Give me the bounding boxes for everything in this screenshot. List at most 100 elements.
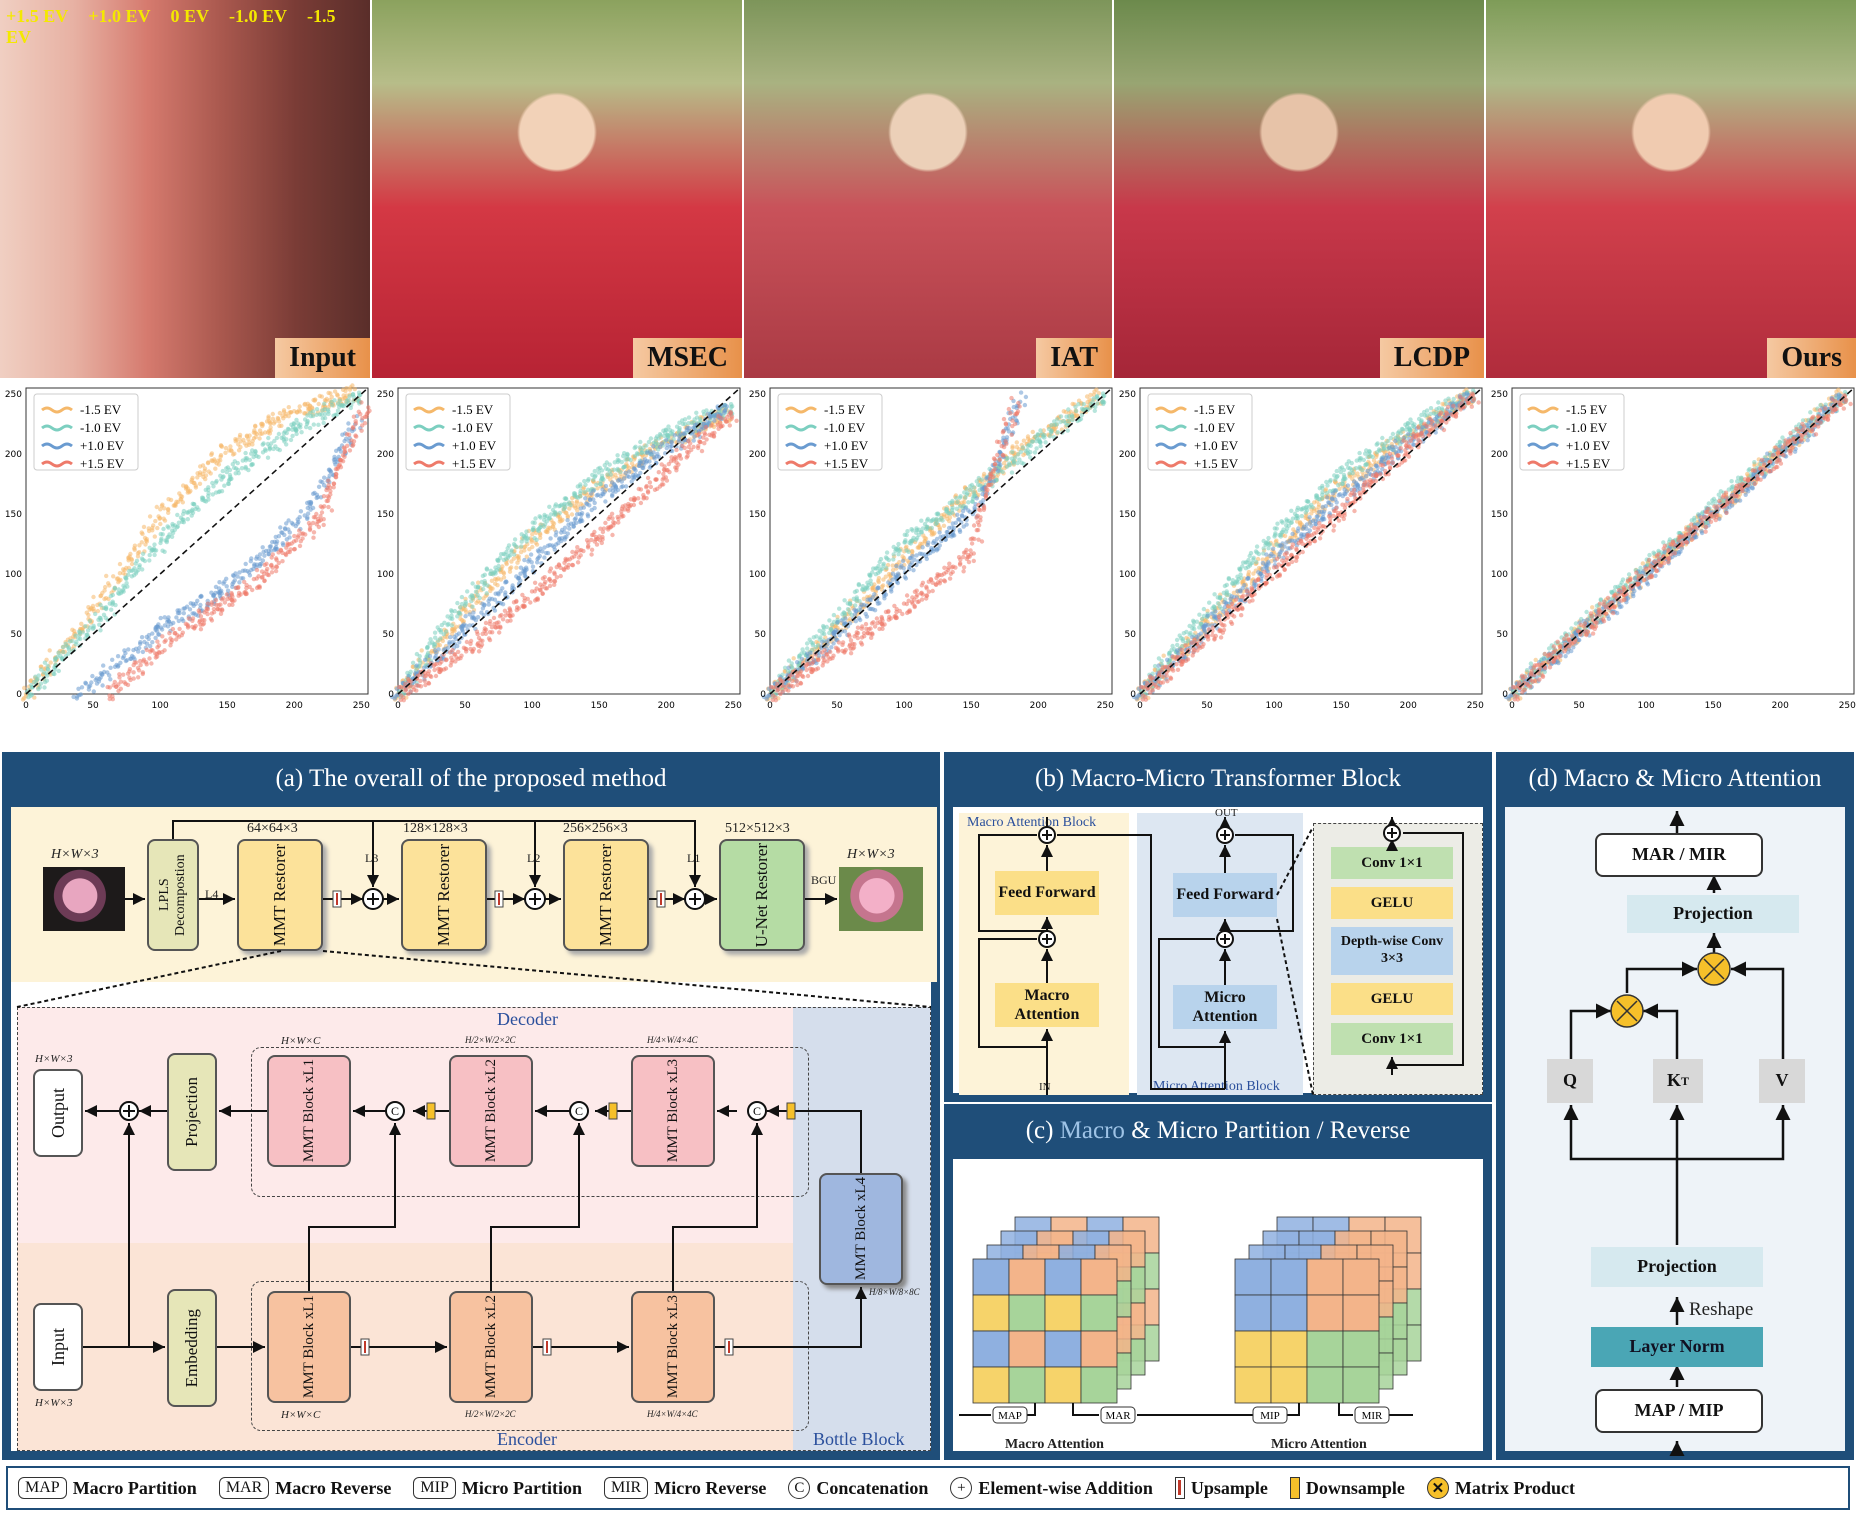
data-point: [648, 436, 654, 441]
data-point: [125, 682, 131, 688]
data-point: [314, 407, 320, 412]
data-point: [815, 666, 821, 671]
data-point: [836, 640, 842, 645]
data-point: [129, 561, 135, 567]
data-point: [644, 496, 649, 501]
data-point: [209, 611, 215, 616]
data-point: [524, 567, 529, 572]
data-point: [432, 630, 438, 635]
data-point: [218, 611, 224, 616]
data-point: [919, 591, 924, 596]
data-point: [326, 409, 331, 414]
data-point: [684, 455, 689, 460]
data-point: [583, 496, 588, 501]
data-point: [811, 668, 816, 673]
data-point: [60, 644, 66, 650]
data-point: [453, 636, 458, 642]
data-point: [221, 581, 226, 586]
data-point: [148, 643, 153, 649]
data-point: [1070, 414, 1075, 419]
data-point: [487, 630, 493, 635]
data-point: [822, 648, 827, 653]
data-point: [676, 462, 681, 467]
data-point: [500, 564, 505, 569]
data-point: [534, 597, 539, 602]
data-point: [275, 415, 280, 421]
data-point: [842, 611, 847, 616]
data-point: [93, 611, 98, 617]
data-point: [665, 442, 670, 447]
data-point: [552, 512, 557, 517]
data-point: [594, 482, 599, 487]
data-point: [547, 583, 553, 589]
data-point: [625, 452, 630, 457]
data-point: [48, 660, 53, 665]
data-point: [316, 484, 322, 489]
data-point: [886, 608, 891, 614]
data-point: [612, 520, 617, 526]
data-point: [198, 614, 204, 619]
data-point: [166, 619, 172, 624]
data-point: [423, 657, 428, 662]
data-point: [886, 557, 892, 563]
data-point: [903, 538, 908, 543]
data-point: [647, 480, 653, 485]
data-point: [322, 401, 327, 406]
data-point: [505, 546, 510, 551]
data-point: [439, 668, 444, 673]
data-point: [148, 649, 153, 654]
data-point: [408, 679, 414, 684]
data-point: [55, 654, 60, 659]
data-point: [1048, 434, 1053, 439]
y-tick-label: 50: [11, 630, 23, 640]
data-point: [848, 651, 854, 656]
data-point: [337, 457, 343, 463]
data-point: [542, 522, 548, 527]
data-point: [1003, 422, 1009, 427]
data-point: [557, 510, 562, 516]
data-point: [53, 658, 58, 663]
data-point: [294, 409, 300, 415]
data-point: [508, 553, 513, 558]
data-point: [276, 431, 282, 437]
data-point: [260, 574, 265, 580]
data-point: [891, 557, 896, 562]
data-point: [293, 426, 298, 431]
data-point: [1076, 402, 1081, 407]
data-point: [583, 482, 588, 487]
data-point: [1036, 432, 1041, 438]
data-point: [286, 427, 291, 432]
data-point: [193, 483, 198, 488]
data-point: [297, 404, 302, 409]
data-point: [1064, 414, 1069, 419]
data-point: [477, 595, 482, 601]
data-point: [884, 550, 890, 555]
data-point: [359, 400, 364, 405]
data-point: [997, 457, 1003, 462]
data-point: [177, 626, 182, 632]
data-point: [175, 633, 180, 638]
data-point: [243, 591, 249, 597]
data-point: [636, 496, 641, 501]
y-tick-label: 150: [749, 510, 766, 520]
data-point: [66, 647, 72, 652]
data-point: [907, 555, 913, 561]
legend-label: -1.5 EV: [824, 402, 866, 417]
data-point: [571, 524, 576, 529]
data-point: [307, 425, 313, 431]
x-tick-label: 200: [1030, 701, 1047, 711]
data-point: [320, 408, 325, 413]
data-point: [651, 440, 656, 446]
data-point: [1061, 418, 1067, 424]
data-point: [141, 524, 147, 530]
data-point: [856, 582, 861, 587]
data-point: [1254, 544, 1260, 549]
data-point: [868, 626, 873, 631]
data-point: [530, 532, 535, 537]
data-point: [147, 656, 152, 661]
y-tick-label: 200: [5, 450, 22, 460]
data-point: [279, 423, 284, 428]
data-point: [920, 545, 925, 550]
data-point: [826, 655, 831, 660]
